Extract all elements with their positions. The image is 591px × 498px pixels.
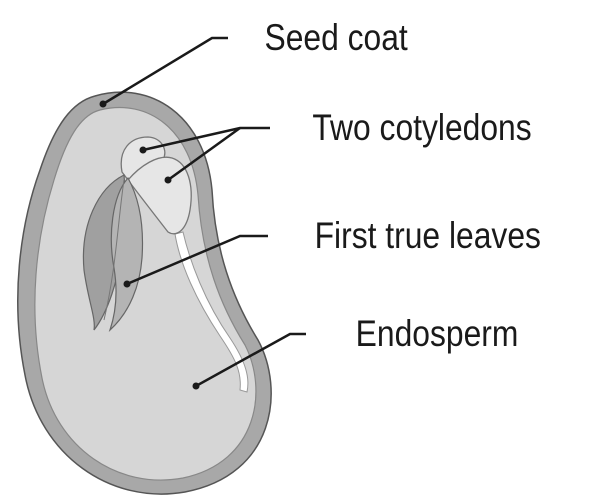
seed-coat-leader [103, 38, 228, 104]
true-leaves-dot [124, 281, 131, 288]
seed-coat-dot [100, 101, 107, 108]
first-true-leaves-label: First true leaves [315, 216, 541, 257]
endosperm-dot [193, 383, 200, 390]
cotyledon-dot-2 [165, 177, 172, 184]
two-cotyledons-label: Two cotyledons [312, 108, 531, 149]
endosperm-label: Endosperm [356, 314, 519, 355]
seed-coat-label: Seed coat [264, 18, 408, 59]
cotyledon-dot-1 [140, 147, 147, 154]
